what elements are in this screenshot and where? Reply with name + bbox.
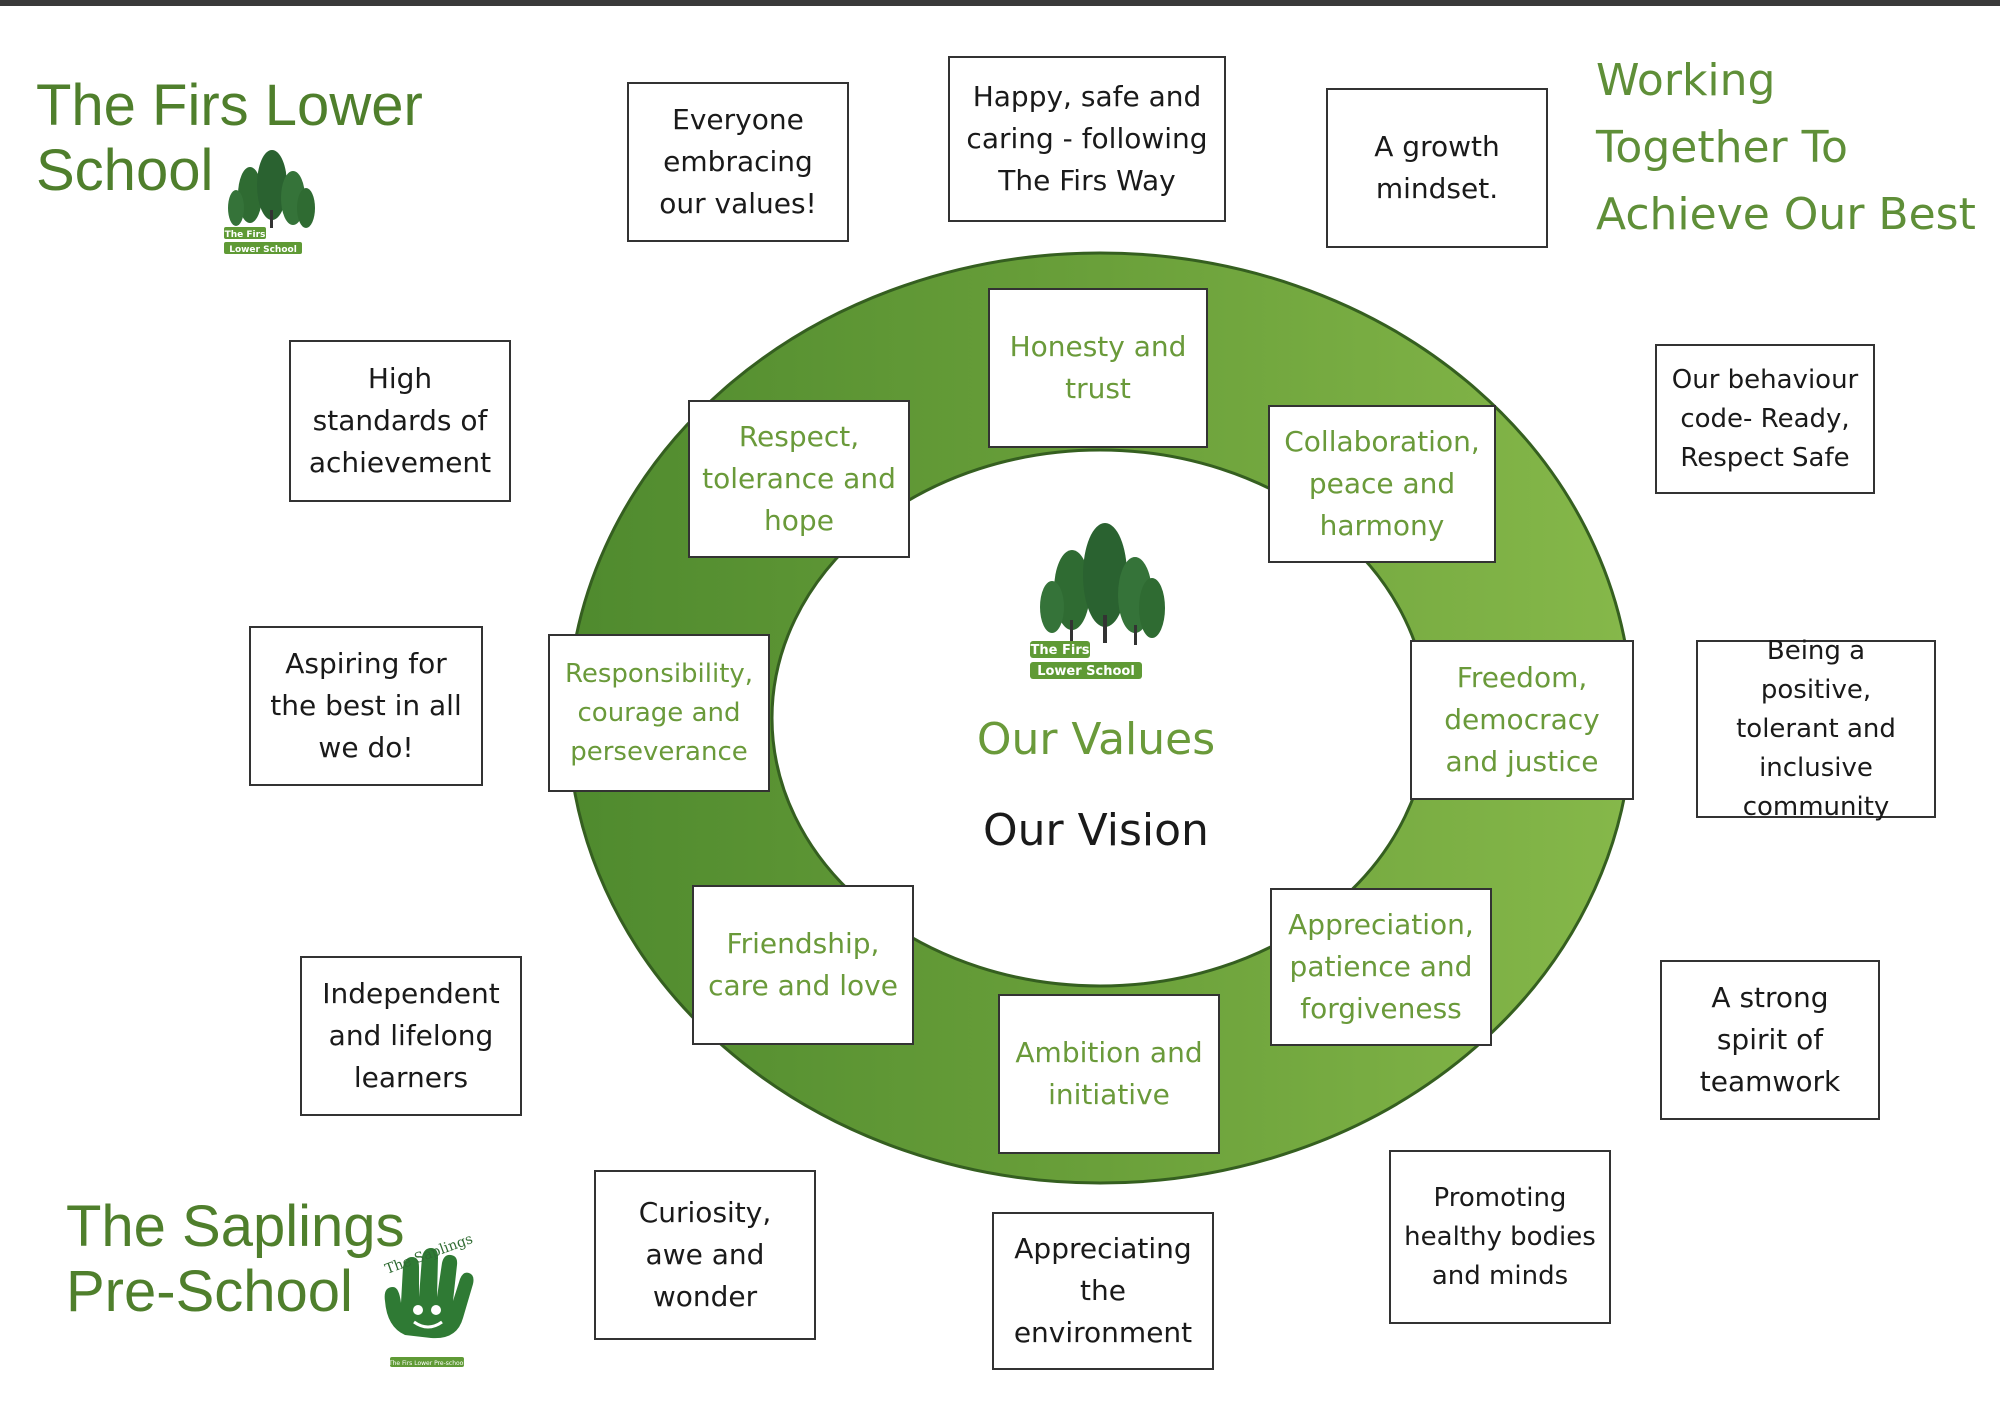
center-logo-line1: The Firs: [1031, 643, 1090, 658]
value-label: Collaboration, peace and harmony: [1284, 425, 1480, 542]
school-title: The Firs Lower School: [36, 73, 423, 204]
vision-box: Promoting healthy bodies and minds: [1389, 1150, 1611, 1324]
value-label: Honesty and trust: [1009, 330, 1187, 405]
vision-box: Appreciating the environment: [992, 1212, 1214, 1370]
school-motto-text: Working Together To Achieve Our Best: [1596, 55, 1976, 240]
vision-box: A strong spirit of teamwork: [1660, 960, 1880, 1120]
vision-box: Aspiring for the best in all we do!: [249, 626, 483, 786]
firs-logo-line2: Lower School: [229, 245, 297, 255]
vision-box: A growth mindset.: [1326, 88, 1548, 248]
value-label: Respect, tolerance and hope: [702, 420, 896, 537]
top-border-line: [0, 0, 2000, 6]
school-title-text: The Firs Lower School: [36, 73, 423, 203]
value-box: Honesty and trust: [988, 288, 1208, 448]
center-tree-logo: The Firs Lower School: [1030, 523, 1165, 679]
vision-box: High standards of achievement: [289, 340, 511, 502]
vision-label: Appreciating the environment: [1013, 1232, 1193, 1349]
value-box: Ambition and initiative: [998, 994, 1220, 1154]
value-box: Friendship, care and love: [692, 885, 914, 1045]
vision-label: Promoting healthy bodies and minds: [1404, 1182, 1596, 1291]
vision-label: Everyone embracing our values!: [659, 103, 817, 220]
value-label: Responsibility, courage and perseverance: [564, 658, 754, 767]
vision-box: Our behaviour code- Ready, Respect Safe: [1655, 344, 1875, 494]
value-box: Freedom, democracy and justice: [1410, 640, 1634, 800]
school-motto: Working Together To Achieve Our Best: [1596, 48, 1976, 249]
vision-label: High standards of achievement: [308, 362, 492, 479]
value-box: Collaboration, peace and harmony: [1268, 405, 1496, 563]
value-label: Ambition and initiative: [1015, 1036, 1203, 1111]
vision-label: Our behaviour code- Ready, Respect Safe: [1671, 364, 1859, 473]
value-box: Appreciation, patience and forgiveness: [1270, 888, 1492, 1046]
preschool-title-text: The Saplings Pre-School: [66, 1194, 405, 1324]
our-values-heading: Our Values: [977, 714, 1215, 765]
firs-school-logo: The Firs Lower School: [224, 150, 315, 255]
vision-label: Aspiring for the best in all we do!: [270, 647, 462, 764]
value-box: Responsibility, courage and perseverance: [548, 634, 770, 792]
vision-label: Curiosity, awe and wonder: [638, 1196, 772, 1313]
vision-label: Being a positive, tolerant and inclusive…: [1736, 635, 1896, 822]
vision-box: Curiosity, awe and wonder: [594, 1170, 816, 1340]
vision-label: A growth mindset.: [1374, 130, 1500, 205]
value-label: Friendship, care and love: [708, 927, 898, 1002]
vision-box: Independent and lifelong learners: [300, 956, 522, 1116]
value-label: Freedom, democracy and justice: [1444, 661, 1600, 778]
value-label: Appreciation, patience and forgiveness: [1288, 908, 1474, 1025]
vision-box: Being a positive, tolerant and inclusive…: [1696, 636, 1936, 822]
firs-logo-line1: The Firs: [225, 230, 266, 240]
vision-box: Happy, safe and caring - following The F…: [948, 56, 1226, 222]
vision-label: A strong spirit of teamwork: [1699, 981, 1841, 1098]
value-box: Respect, tolerance and hope: [688, 400, 910, 558]
vision-label: Happy, safe and caring - following The F…: [966, 80, 1208, 197]
preschool-title: The Saplings Pre-School: [66, 1194, 405, 1325]
vision-label: Independent and lifelong learners: [322, 977, 500, 1094]
our-vision-heading: Our Vision: [983, 805, 1209, 856]
saplings-logo-sub: The Firs Lower Pre-school: [388, 1360, 465, 1367]
vision-box: Everyone embracing our values!: [627, 82, 849, 242]
center-logo-line2: Lower School: [1037, 664, 1135, 679]
